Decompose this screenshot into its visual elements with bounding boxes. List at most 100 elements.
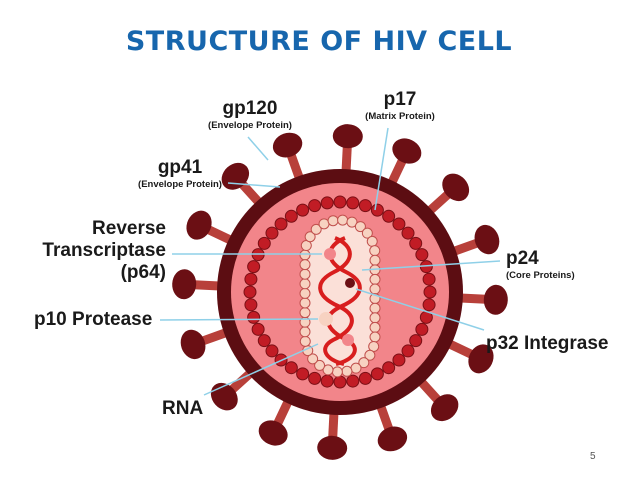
envelope-spike xyxy=(457,284,508,315)
spike-head xyxy=(186,210,212,240)
matrix-bead xyxy=(333,195,347,209)
matrix-protein-ring xyxy=(243,195,437,389)
spike-head xyxy=(180,329,206,360)
label-reverse-transcriptase: Reverse Transcriptase (p64) xyxy=(20,218,166,284)
spike-head xyxy=(377,426,408,452)
envelope-spike xyxy=(210,367,256,411)
label-gp41-name: gp41 xyxy=(157,157,203,178)
p24-molecule xyxy=(345,278,355,288)
matrix-bead xyxy=(274,217,288,231)
label-p24-desc: (Core Proteins) xyxy=(506,270,575,281)
reverse-transcriptase-molecule xyxy=(324,248,336,260)
envelope-spike xyxy=(186,210,236,246)
spike-head xyxy=(258,420,288,446)
capsid-bead xyxy=(364,349,376,361)
spike-head xyxy=(317,435,348,460)
spike-head xyxy=(272,132,303,158)
label-p17-desc: (Matrix Protein) xyxy=(365,111,435,122)
matrix-bead xyxy=(423,285,437,299)
integrase-molecule xyxy=(342,334,354,346)
label-p17: p17 (Matrix Protein) xyxy=(350,89,450,122)
capsid-bead xyxy=(299,297,311,309)
label-rna: RNA xyxy=(162,398,203,420)
matrix-bead xyxy=(382,209,396,223)
matrix-bead xyxy=(415,322,429,336)
page-number: 5 xyxy=(590,451,596,462)
capsid-bead xyxy=(322,364,334,376)
capsid-bead xyxy=(350,362,362,374)
matrix-bead xyxy=(422,298,436,312)
capsid-bead xyxy=(369,245,381,257)
capsid-bead xyxy=(331,366,343,378)
matrix-bead xyxy=(382,361,396,375)
capsid-bead xyxy=(299,268,311,280)
capsid-bead xyxy=(299,335,311,347)
spike-head xyxy=(210,382,238,411)
matrix-bead xyxy=(251,322,265,336)
spike-head xyxy=(468,344,494,374)
capsid-bead xyxy=(354,221,366,233)
matrix-bead xyxy=(401,344,415,358)
matrix-bead xyxy=(370,203,384,217)
capsid-bead xyxy=(299,249,311,261)
envelope-spike xyxy=(415,376,459,422)
matrix-bead xyxy=(370,367,384,381)
matrix-bead xyxy=(296,203,310,217)
matrix-bead xyxy=(247,260,261,274)
label-gp41-desc: (Envelope Protein) xyxy=(138,179,222,190)
matrix-bead xyxy=(284,361,298,375)
matrix-bead xyxy=(392,353,406,367)
capsid-bead xyxy=(358,357,370,369)
capsid-bead xyxy=(361,227,373,239)
page-title: STRUCTURE OF HIV CELL xyxy=(125,26,513,57)
pointer-gp120 xyxy=(247,136,269,161)
capsid-bead xyxy=(366,235,378,247)
pointer-p24 xyxy=(361,260,501,271)
matrix-bead xyxy=(308,199,322,213)
capsid-bead-outline xyxy=(299,214,381,378)
capsid-bead xyxy=(310,223,322,235)
label-p32-integrase: p32 Integrase xyxy=(486,333,609,355)
spike-head xyxy=(332,124,363,149)
matrix-bead xyxy=(392,217,406,231)
label-p10-name: p10 Protease xyxy=(34,309,153,330)
envelope-spike xyxy=(317,409,348,460)
matrix-bead xyxy=(265,226,279,240)
matrix-bead xyxy=(257,334,271,348)
envelope-spike xyxy=(449,224,500,257)
envelope-spike xyxy=(258,396,294,446)
capsid-bead xyxy=(314,359,326,371)
capsid-bead xyxy=(346,216,358,228)
label-rna-name: RNA xyxy=(162,398,204,419)
capsid-bead xyxy=(307,353,319,365)
capsid-bead xyxy=(299,278,311,290)
capsid-bead xyxy=(369,273,381,285)
matrix-bead xyxy=(244,272,258,286)
envelope-spike xyxy=(272,132,305,183)
spike-head xyxy=(392,138,422,164)
capsid-bead xyxy=(369,302,381,314)
spike-head xyxy=(172,269,197,300)
spike-head xyxy=(474,224,500,255)
capsid-bead xyxy=(327,215,339,227)
matrix-bead xyxy=(401,226,415,240)
spike-head xyxy=(483,284,508,315)
envelope-spike xyxy=(172,269,223,300)
capsid-core xyxy=(305,220,375,372)
label-p24: p24 (Core Proteins) xyxy=(506,248,575,281)
matrix-bead xyxy=(265,344,279,358)
envelope-spike xyxy=(332,124,363,175)
capsid-bead xyxy=(318,218,330,230)
label-rt-line3: (p64) xyxy=(120,262,166,283)
label-p24-name: p24 xyxy=(506,248,539,269)
matrix-bead xyxy=(243,285,257,299)
label-rt-line2: Transcriptase xyxy=(42,240,166,261)
capsid-bead xyxy=(304,231,316,243)
matrix-bead xyxy=(358,371,372,385)
matrix-bead xyxy=(422,272,436,286)
capsid-bead xyxy=(299,307,311,319)
pointer-gp41 xyxy=(227,182,281,188)
label-gp120-desc: (Envelope Protein) xyxy=(208,120,292,131)
label-rt-line1: Reverse xyxy=(92,218,166,239)
